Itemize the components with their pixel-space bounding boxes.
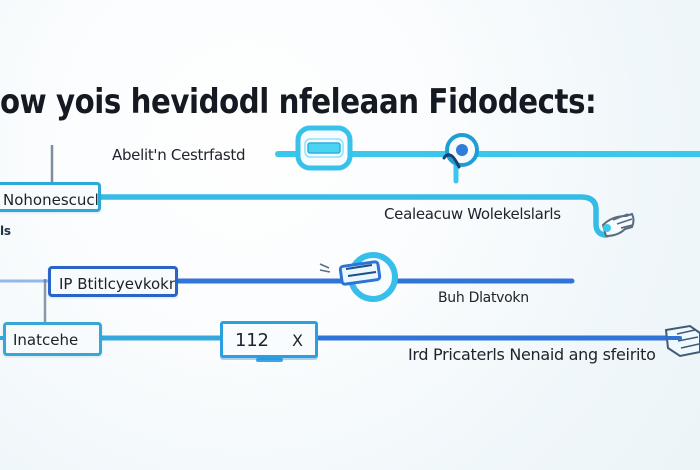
device-icon: [295, 125, 353, 171]
counter-value: 112: [235, 330, 269, 351]
diagram-title: ow yois hevidodl nfeleaan Fidodects:: [0, 82, 597, 122]
counter-suffix: X: [292, 331, 303, 350]
location-pin-icon: [442, 133, 479, 169]
node-c: Inatcehe: [3, 322, 102, 356]
hand-icon-upper: [601, 212, 635, 238]
counter-box: 112 X: [220, 321, 318, 358]
node-c-label: Inatcehe: [13, 331, 79, 349]
card-icon: [319, 252, 398, 302]
label-bottom-right: Ird Pricaterls Nenaid ang sfeirito: [408, 345, 656, 364]
label-upper-right: Cealeacuw Wolekelslarls: [384, 205, 561, 223]
node-a-label: Nohonescucl: [3, 191, 99, 209]
node-a: Nohonescucl: [0, 182, 101, 212]
label-top-left: Abelit'n Cestrfastd: [112, 146, 246, 164]
label-middle-right: Buh Dlatvokn: [438, 290, 529, 306]
hand-icon-bottom: [664, 324, 700, 358]
node-b: IP Btitlcyevkokn: [48, 266, 178, 297]
node-a-sub-label: ls: [0, 224, 11, 238]
node-b-label: IP Btitlcyevkokn: [59, 275, 178, 293]
